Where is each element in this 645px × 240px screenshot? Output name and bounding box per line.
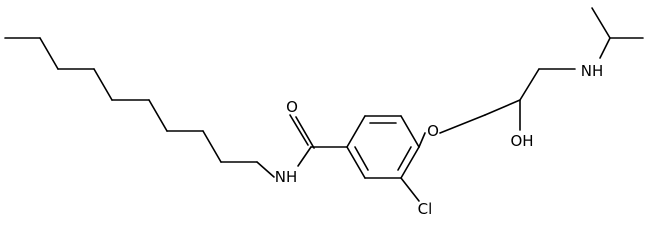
carbonyl-oxygen-label: O: [286, 98, 298, 116]
ether-methylene-bond: [439, 114, 486, 134]
linker-bond: [519, 68, 540, 101]
ring-bond: [346, 146, 366, 179]
chloro-bond: [400, 177, 420, 202]
amide-nitrogen-label: NH: [275, 168, 298, 186]
chlorine-label: Cl: [418, 200, 433, 218]
ring-inner-double-bond: [397, 146, 412, 171]
hydroxyl-label: OH: [510, 132, 533, 150]
isopropyl-group: [591, 7, 644, 59]
ring-bond: [346, 115, 366, 148]
carbonyl-double-bond-a: [289, 114, 309, 146]
chain-bond: [202, 130, 222, 163]
ether-oxygen-label: O: [427, 122, 439, 140]
chain-bond: [148, 99, 168, 132]
linker-bond: [484, 99, 521, 116]
chain-bond: [256, 161, 275, 178]
amide-group: [289, 114, 348, 167]
chain-bond: [93, 68, 113, 101]
atom-labels: O NH Cl O OH NH: [275, 62, 604, 218]
ring-inner-double-bond: [354, 146, 369, 171]
isopropyl-methyl-bond: [591, 7, 611, 39]
chemical-structure-diagram: O NH Cl O OH NH: [4, 7, 644, 218]
ether-bond: [418, 132, 426, 148]
nonyl-chain: [4, 37, 275, 178]
propanol-linker: [439, 68, 576, 134]
amine-isopropyl-bond: [599, 37, 611, 59]
amine-nitrogen-label: NH: [581, 62, 604, 80]
ring-bond: [400, 146, 420, 179]
benzene-ring: [346, 115, 420, 179]
amide-bond: [297, 146, 312, 167]
chain-bond: [39, 37, 59, 70]
ring-substituents: [400, 132, 426, 202]
ring-bond: [400, 115, 420, 148]
carbonyl-double-bond-b: [295, 116, 315, 149]
